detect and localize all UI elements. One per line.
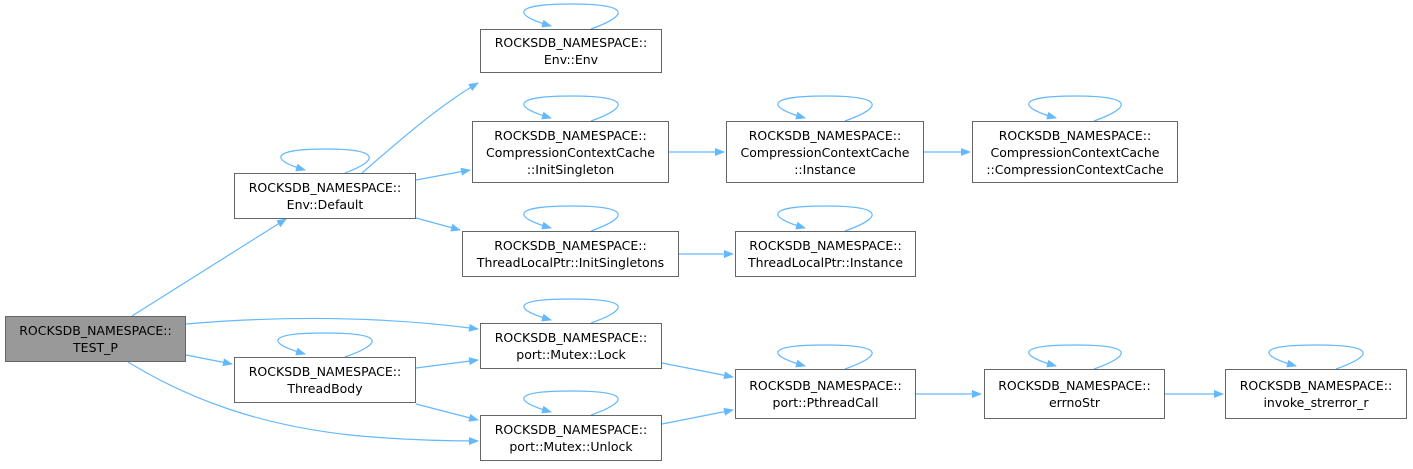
edge-test-p-to-env-default [131,218,287,317]
node-mutex-lock-line2: port::Mutex::Lock [516,347,626,362]
node-ccc-init-line2: CompressionContextCache [486,144,655,160]
node-env-default[interactable]: ROCKSDB_NAMESPACE:: Env::Default [234,173,416,219]
node-ccc-constructor[interactable]: ROCKSDB_NAMESPACE:: CompressionContextCa… [972,121,1178,183]
edge-ccc-init-self [523,95,619,122]
node-ccc-instance-line3: ::Instance [794,161,856,177]
edge-ccc-ctor-self [1028,95,1122,122]
edge-mutex-unlock-to-pthread-call [661,407,734,425]
node-tlp-instance[interactable]: ROCKSDB_NAMESPACE:: ThreadLocalPtr::Inst… [735,231,916,277]
node-ccc-ctor-line3: ::CompressionContextCache [986,161,1164,177]
edge-test-p-to-mutex-lock [185,317,479,332]
node-test-p: ROCKSDB_NAMESPACE:: TEST_P [5,316,186,362]
edge-test-p-to-thread-body [185,354,233,367]
edge-invoke-strerror-self [1268,344,1364,370]
node-ccc-init-line3: ::InitSingleton [526,161,615,177]
node-tlp-init-line2: ThreadLocalPtr::InitSingletons [476,255,665,270]
node-env-env-line2: Env::Env [543,52,599,67]
node-thread-body-line1: ROCKSDB_NAMESPACE:: [248,364,402,379]
node-mutex-unlock-line2: port::Mutex::Unlock [509,439,633,454]
node-ccc-instance[interactable]: ROCKSDB_NAMESPACE:: CompressionContextCa… [726,121,924,183]
edge-thread-body-to-mutex-unlock [415,403,479,422]
edge-env-default-to-env-env [361,82,479,174]
edge-mutex-unlock-self [523,390,619,416]
node-ccc-instance-line2: CompressionContextCache [740,144,910,160]
edge-tlp-instance-self [777,205,873,232]
node-ccc-init-singleton[interactable]: ROCKSDB_NAMESPACE:: CompressionContextCa… [472,121,669,183]
node-mutex-lock[interactable]: ROCKSDB_NAMESPACE:: port::Mutex::Lock [480,323,662,369]
node-thread-body[interactable]: ROCKSDB_NAMESPACE:: ThreadBody [234,357,416,403]
node-tlp-init-singletons[interactable]: ROCKSDB_NAMESPACE:: ThreadLocalPtr::Init… [462,231,679,277]
edge-mutex-lock-to-pthread-call [661,362,734,380]
node-env-default-line1: ROCKSDB_NAMESPACE:: [248,180,402,195]
node-env-env-line1: ROCKSDB_NAMESPACE:: [494,35,648,50]
node-ccc-init-line1: ROCKSDB_NAMESPACE:: [494,127,647,143]
node-env-env[interactable]: ROCKSDB_NAMESPACE:: Env::Env [480,29,662,73]
edge-pthread-call-self [777,344,873,370]
node-errno-str-line1: ROCKSDB_NAMESPACE:: [998,378,1151,393]
edge-env-env-self [523,3,619,30]
edge-env-default-to-ccc-init [415,167,471,181]
edge-tlp-init-self [523,205,619,232]
node-thread-body-line2: ThreadBody [287,381,363,396]
node-pthread-call[interactable]: ROCKSDB_NAMESPACE:: port::PthreadCall [735,369,916,419]
edge-thread-body-self [277,332,373,358]
node-pthread-call-line2: port::PthreadCall [772,395,879,410]
node-invoke-strerror-line2: invoke_strerror_r [1263,395,1369,410]
node-errno-str-line2: errnoStr [1048,395,1101,410]
node-env-default-line2: Env::Default [286,197,364,212]
node-tlp-instance-line1: ROCKSDB_NAMESPACE:: [749,238,902,253]
edge-mutex-lock-self [523,298,619,324]
edge-thread-body-to-mutex-lock [415,357,479,369]
edge-test-p-to-mutex-unlock [127,361,479,445]
node-mutex-lock-line1: ROCKSDB_NAMESPACE:: [494,330,648,345]
node-ccc-instance-line1: ROCKSDB_NAMESPACE:: [748,127,902,143]
edge-ccc-instance-self [777,95,873,122]
node-errno-str[interactable]: ROCKSDB_NAMESPACE:: errnoStr [984,369,1165,419]
node-ccc-ctor-line1: ROCKSDB_NAMESPACE:: [998,127,1152,143]
node-tlp-init-line1: ROCKSDB_NAMESPACE:: [494,238,647,253]
node-mutex-unlock[interactable]: ROCKSDB_NAMESPACE:: port::Mutex::Unlock [480,415,662,461]
edge-env-default-to-tlp-init [415,217,461,232]
edge-errno-str-self [1028,344,1122,370]
node-mutex-unlock-line1: ROCKSDB_NAMESPACE:: [494,422,648,437]
node-test-p-line2: TEST_P [73,340,118,355]
edge-env-default-self [280,148,370,174]
node-ccc-ctor-line2: CompressionContextCache [990,144,1160,160]
node-tlp-instance-line2: ThreadLocalPtr::Instance [747,255,904,270]
node-pthread-call-line1: ROCKSDB_NAMESPACE:: [749,378,902,393]
node-invoke-strerror-line1: ROCKSDB_NAMESPACE:: [1239,378,1393,393]
node-test-p-line1: ROCKSDB_NAMESPACE:: [19,323,172,338]
node-invoke-strerror-r[interactable]: ROCKSDB_NAMESPACE:: invoke_strerror_r [1225,369,1407,419]
